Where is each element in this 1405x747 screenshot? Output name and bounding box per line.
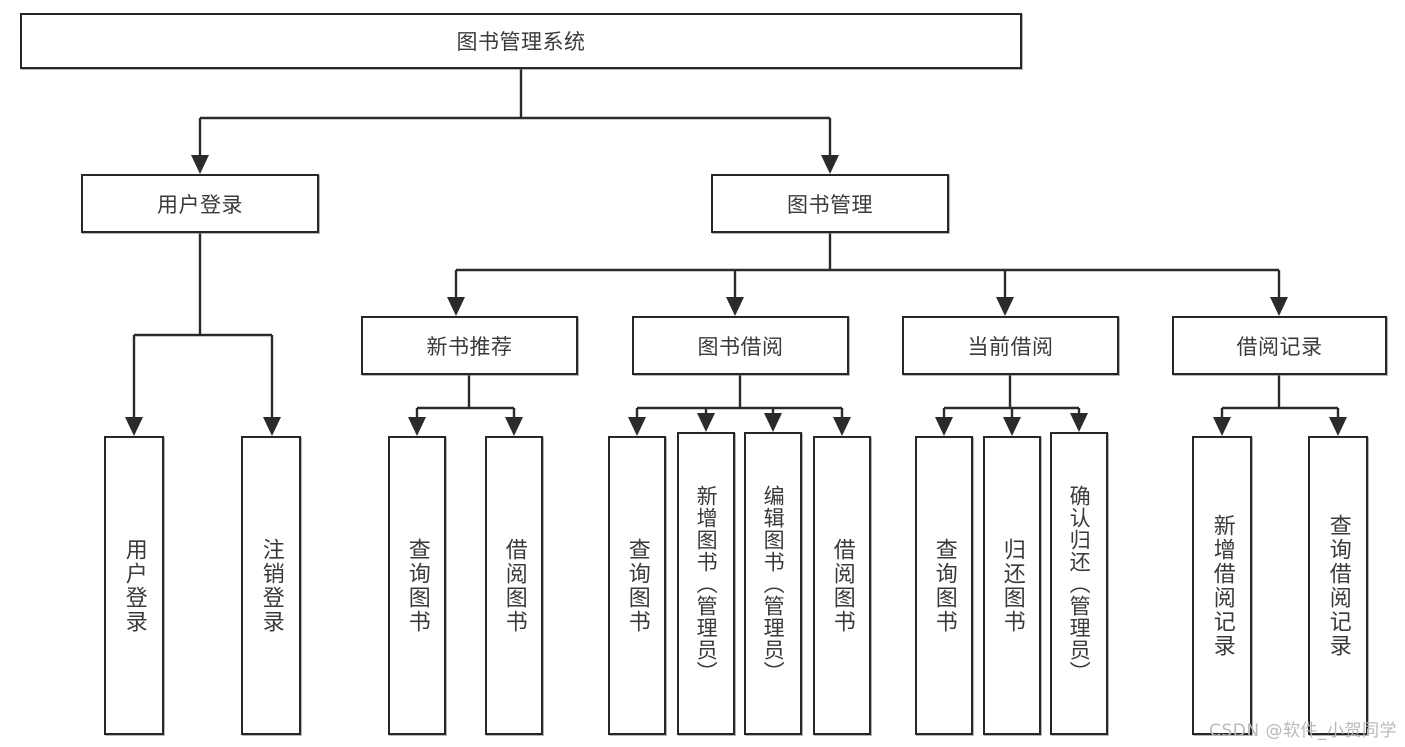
leaf-node-user-logout-label: 注销登录 <box>258 537 284 634</box>
node-root[interactable]: 图书管理系统 <box>20 13 1022 69</box>
arrowhead-user-login <box>191 155 209 174</box>
node-borrow-record[interactable]: 借阅记录 <box>1172 316 1387 375</box>
arrowhead-leaf-query-record <box>1329 417 1347 436</box>
leaf-node-query-book-1-label: 查询图书 <box>404 537 430 634</box>
leaf-node-query-book-2[interactable]: 查询图书 <box>608 436 666 735</box>
watermark-text: CSDN @软件_小贺同学 <box>1209 721 1397 741</box>
leaf-node-query-record[interactable]: 查询借阅记录 <box>1308 436 1368 735</box>
leaf-node-query-book-3[interactable]: 查询图书 <box>915 436 973 735</box>
arrowhead-leaf-add-book <box>697 413 715 432</box>
arrowhead-leaf-add-record <box>1213 417 1231 436</box>
arrowhead-leaf-user-logout <box>263 417 281 436</box>
leaf-node-add-book[interactable]: 新增图书（管理员） <box>677 432 735 735</box>
arrowhead-book-management <box>821 155 839 174</box>
arrowhead-leaf-confirm-return <box>1070 413 1088 432</box>
node-book-borrow-label: 图书借阅 <box>697 334 784 359</box>
leaf-node-confirm-return[interactable]: 确认归还（管理员） <box>1050 432 1108 735</box>
node-user-login-label: 用户登录 <box>157 192 243 217</box>
leaf-node-add-record-label: 新增借阅记录 <box>1209 513 1235 658</box>
arrowhead-leaf-query-book-1 <box>408 417 426 436</box>
leaf-node-borrow-book-2-label: 借阅图书 <box>829 537 855 634</box>
arrowhead-leaf-borrow-book-2 <box>833 417 851 436</box>
leaf-node-borrow-book-2[interactable]: 借阅图书 <box>813 436 871 735</box>
leaf-node-query-book-1[interactable]: 查询图书 <box>388 436 446 735</box>
arrowhead-leaf-edit-book <box>764 413 782 432</box>
leaf-node-query-book-3-label: 查询图书 <box>931 537 957 634</box>
arrowhead-borrow-record <box>1270 297 1288 316</box>
leaf-node-return-book-label: 归还图书 <box>999 537 1025 634</box>
arrowhead-current-borrow <box>996 297 1014 316</box>
arrowhead-new-book-recommend <box>447 297 465 316</box>
node-current-borrow-label: 当前借阅 <box>967 334 1054 359</box>
arrowhead-leaf-borrow-book-1 <box>505 417 523 436</box>
leaf-node-user-logout[interactable]: 注销登录 <box>241 436 301 735</box>
leaf-node-query-record-label: 查询借阅记录 <box>1325 513 1351 658</box>
node-current-borrow[interactable]: 当前借阅 <box>902 316 1119 375</box>
node-book-management-label: 图书管理 <box>787 192 873 217</box>
node-new-book-recommend[interactable]: 新书推荐 <box>361 316 578 375</box>
node-new-book-recommend-label: 新书推荐 <box>426 334 513 359</box>
arrowhead-leaf-return-book <box>1003 417 1021 436</box>
leaf-node-query-book-2-label: 查询图书 <box>624 537 650 634</box>
node-book-management[interactable]: 图书管理 <box>711 174 949 233</box>
node-root-label: 图书管理系统 <box>456 30 586 54</box>
leaf-node-borrow-book-1-label: 借阅图书 <box>501 537 527 634</box>
leaf-node-return-book[interactable]: 归还图书 <box>983 436 1041 735</box>
arrowhead-leaf-user-login <box>125 417 143 436</box>
node-user-login[interactable]: 用户登录 <box>81 174 319 233</box>
arrowhead-leaf-query-book-3 <box>935 417 953 436</box>
leaf-node-add-book-label: 新增图书（管理员） <box>694 484 719 683</box>
arrowhead-leaf-query-book-2 <box>628 417 646 436</box>
leaf-node-borrow-book-1[interactable]: 借阅图书 <box>485 436 543 735</box>
leaf-node-user-login[interactable]: 用户登录 <box>104 436 164 735</box>
leaf-node-edit-book-label: 编辑图书（管理员） <box>761 484 786 683</box>
leaf-node-add-record[interactable]: 新增借阅记录 <box>1192 436 1252 735</box>
leaf-node-edit-book[interactable]: 编辑图书（管理员） <box>744 432 802 735</box>
leaf-node-user-login-label: 用户登录 <box>121 537 147 634</box>
node-book-borrow[interactable]: 图书借阅 <box>632 316 849 375</box>
node-borrow-record-label: 借阅记录 <box>1236 334 1323 359</box>
leaf-node-confirm-return-label: 确认归还（管理员） <box>1067 484 1092 683</box>
arrowhead-book-borrow <box>726 297 744 316</box>
